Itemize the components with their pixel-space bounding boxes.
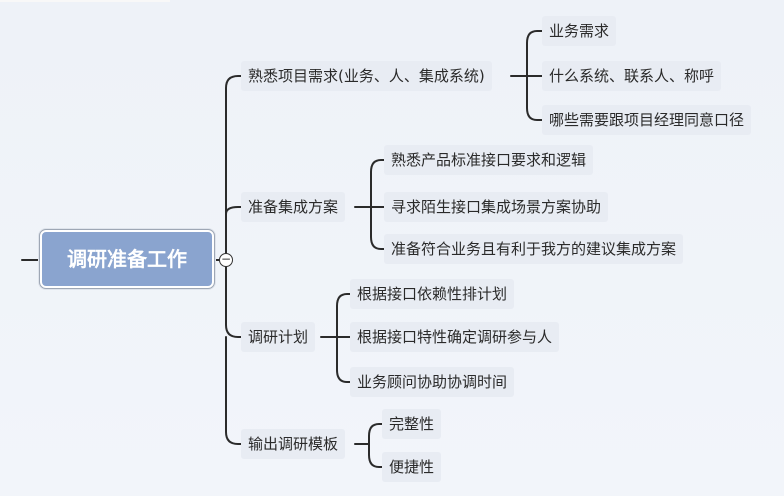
subtopic-convenience[interactable]: 便捷性	[382, 452, 442, 482]
subtopic-coordinate-time[interactable]: 业务顾问协助协调时间	[350, 367, 515, 397]
subtopic-pm-agreement[interactable]: 哪些需要跟项目经理同意口径	[542, 105, 752, 135]
b1-child-line-3	[526, 75, 543, 121]
subtopic-systems-contacts[interactable]: 什么系统、联系人、称呼	[542, 61, 722, 91]
subtopic-unfamiliar-interface[interactable]: 寻求陌生接口集成场景方案协助	[384, 192, 609, 222]
b3-child-line-3	[336, 336, 351, 383]
branch-topic-research-plan[interactable]: 调研计划	[241, 322, 316, 352]
b4-child-line-1	[368, 423, 383, 445]
subtopic-business-needs[interactable]: 业务需求	[542, 16, 617, 46]
root-topic[interactable]: 调研准备工作	[39, 229, 215, 289]
collapse-toggle-icon[interactable]: −	[219, 252, 233, 267]
branch-topic-output-template[interactable]: 输出调研模板	[241, 429, 346, 459]
b4-child-line-2	[368, 443, 383, 468]
b1-child-line-1	[526, 30, 543, 77]
subtopic-standard-interface[interactable]: 熟悉产品标准接口要求和逻辑	[384, 145, 594, 175]
b2-child-line-1	[370, 159, 385, 208]
branch-topic-requirements[interactable]: 熟悉项目需求(业务、人、集成系统)	[241, 61, 492, 91]
branch-line-1	[225, 75, 242, 261]
subtopic-proposed-solution[interactable]: 准备符合业务且有利于我方的建议集成方案	[384, 234, 684, 264]
subtopic-completeness[interactable]: 完整性	[382, 409, 442, 439]
top-edge-bar	[0, 0, 170, 2]
b2-child-line-3	[370, 206, 385, 250]
b3-child-line-1	[336, 293, 351, 338]
subtopic-participants[interactable]: 根据接口特性确定调研参与人	[350, 322, 560, 352]
branch-line-4	[225, 336, 242, 445]
branch-line-3	[225, 259, 242, 338]
subtopic-dependency-schedule[interactable]: 根据接口依赖性排计划	[350, 279, 515, 309]
branch-topic-integration-plan[interactable]: 准备集成方案	[241, 192, 346, 222]
branch-line-2	[225, 206, 242, 215]
